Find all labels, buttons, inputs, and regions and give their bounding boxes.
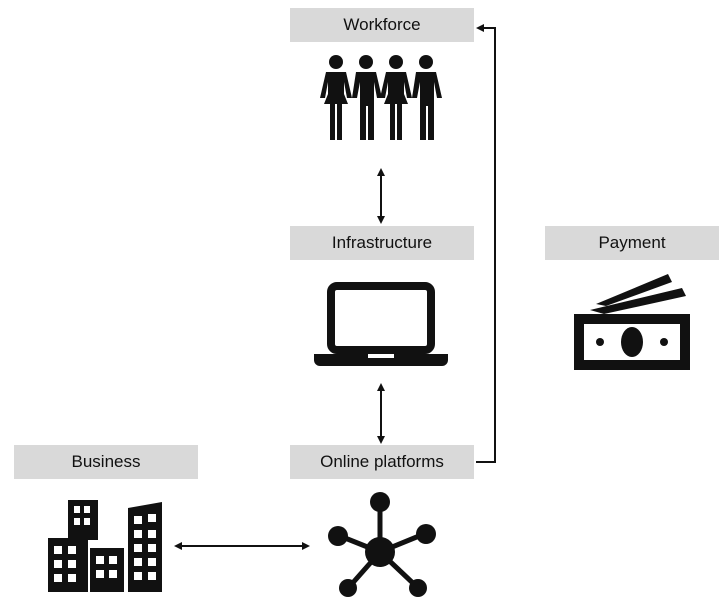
online-platforms-label: Online platforms [290, 445, 474, 479]
people-icon [318, 54, 446, 140]
payment-label: Payment [545, 226, 719, 260]
platforms-workforce-arrow [476, 24, 496, 463]
laptop-icon [312, 282, 450, 368]
infrastructure-label: Infrastructure [290, 226, 474, 260]
workforce-label: Workforce [290, 8, 474, 42]
buildings-icon [46, 498, 166, 594]
cash-icon [570, 270, 694, 372]
business-label: Business [14, 445, 198, 479]
network-hub-icon [320, 490, 440, 598]
